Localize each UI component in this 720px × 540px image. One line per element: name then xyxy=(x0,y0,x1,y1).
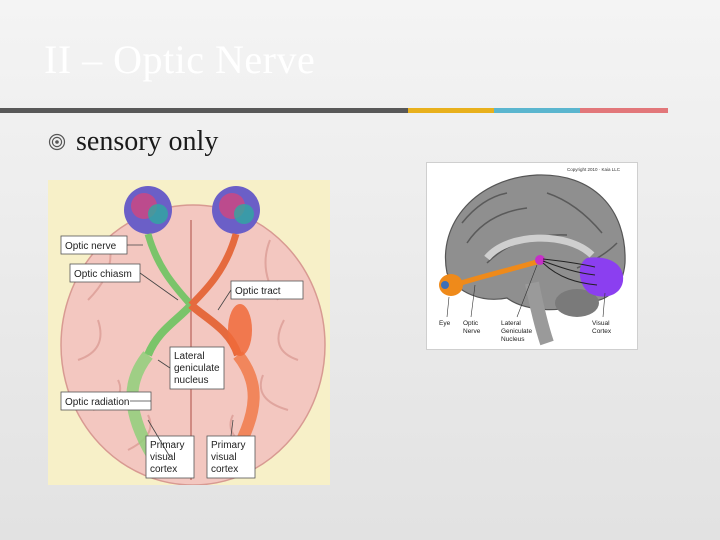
label-eye: Eye xyxy=(439,320,451,327)
label-lgn-line2: geniculate xyxy=(174,363,220,374)
label-optic-nerve-line2: Nerve xyxy=(463,328,481,335)
figure-copyright: Copyright 2010 · Kaia LLC xyxy=(567,167,621,172)
label-lgn-r-line1: Lateral xyxy=(501,320,521,327)
label-pvc-left-line2: visual xyxy=(150,452,176,463)
label-optic-tract: Optic tract xyxy=(235,286,281,297)
rule-segment-teal xyxy=(494,108,580,113)
label-pvc-left-line1: Primary xyxy=(150,440,184,451)
bullet-text: sensory only xyxy=(76,126,219,157)
label-optic-nerve-line1: Optic xyxy=(463,320,479,327)
rule-segment-rose xyxy=(580,108,668,113)
label-pvc-right-line2: visual xyxy=(211,452,237,463)
title-underline xyxy=(0,108,720,113)
target-bullet-icon xyxy=(48,133,66,151)
label-lgn-r-line2: Geniculate xyxy=(501,328,532,335)
label-visual-cortex-line2: Cortex xyxy=(592,328,612,335)
label-pvc-right-line1: Primary xyxy=(211,440,245,451)
rule-segment-gray xyxy=(0,108,408,113)
label-optic-radiation: Optic radiation xyxy=(65,397,129,408)
label-lgn-r-line3: Nucleus xyxy=(501,336,525,343)
visual-pathway-illustration: Optic nerve Optic chiasm Optic tract Lat… xyxy=(48,180,330,485)
bullet-item: sensory only xyxy=(48,126,218,158)
sagittal-brain-illustration: Copyright 2010 · Kaia LLC Eye Optic Nerv… xyxy=(426,162,638,350)
label-optic-chiasm: Optic chiasm xyxy=(74,269,132,280)
label-pvc-left-line3: cortex xyxy=(150,464,177,475)
label-lgn-line1: Lateral xyxy=(174,351,205,362)
label-lgn-line3: nucleus xyxy=(174,375,208,386)
slide-title: II – Optic Nerve xyxy=(44,37,316,82)
label-visual-cortex-line1: Visual xyxy=(592,320,610,327)
label-pvc-right-line3: cortex xyxy=(211,464,238,475)
rule-segment-gold xyxy=(408,108,494,113)
label-optic-nerve: Optic nerve xyxy=(65,241,117,252)
